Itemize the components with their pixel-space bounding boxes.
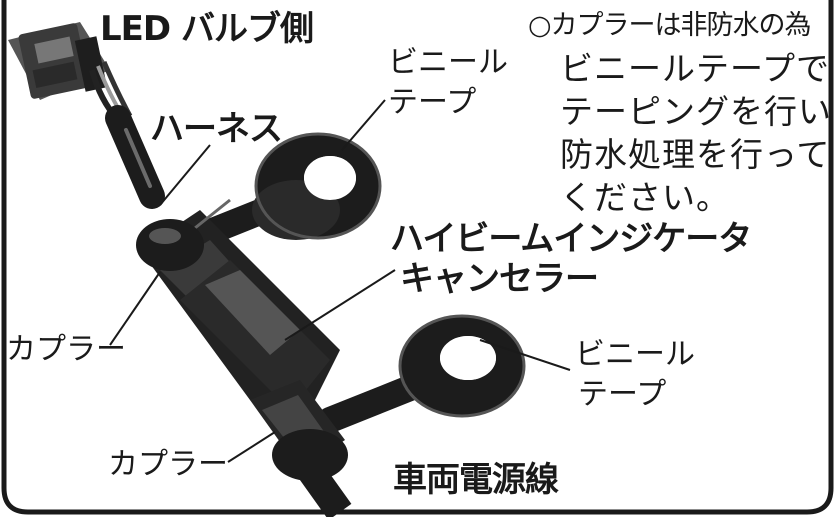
note-line-5: ください。 [560, 178, 730, 217]
label-vinyl-tape-top-1: ビニール [388, 45, 508, 80]
ring-terminal-top [177, 132, 382, 253]
canceller-body [136, 198, 340, 430]
ring-terminal-bottom [317, 314, 526, 433]
label-canceller-line1: ハイビームインジケータ [390, 219, 752, 259]
note-line-1: ○カプラーは非防水の為 [528, 10, 812, 41]
note-line-2: ビニールテープで [560, 49, 831, 88]
note-line-3: テーピングを行い [560, 92, 832, 131]
harness-cable [105, 105, 165, 209]
label-coupler-upper: カプラー [6, 332, 126, 367]
label-vinyl-tape-bottom-2: テープ [578, 377, 667, 412]
label-vinyl-tape-bottom-1: ビニール [575, 337, 695, 372]
label-harness: ハーネス [150, 109, 283, 149]
label-vinyl-tape-top-2: テープ [388, 85, 477, 120]
label-vehicle-power-line: 車両電源線 [393, 460, 559, 500]
label-coupler-lower: カプラー [108, 447, 228, 482]
lower-coupler [250, 380, 348, 481]
label-canceller-line2: キャンセラー [400, 259, 599, 299]
vehicle-power-cable [298, 461, 352, 517]
leader-lines [109, 99, 571, 463]
note-line-4: 防水処理を行って [560, 135, 831, 174]
label-led-bulb-side: LED バルブ側 [100, 9, 314, 49]
